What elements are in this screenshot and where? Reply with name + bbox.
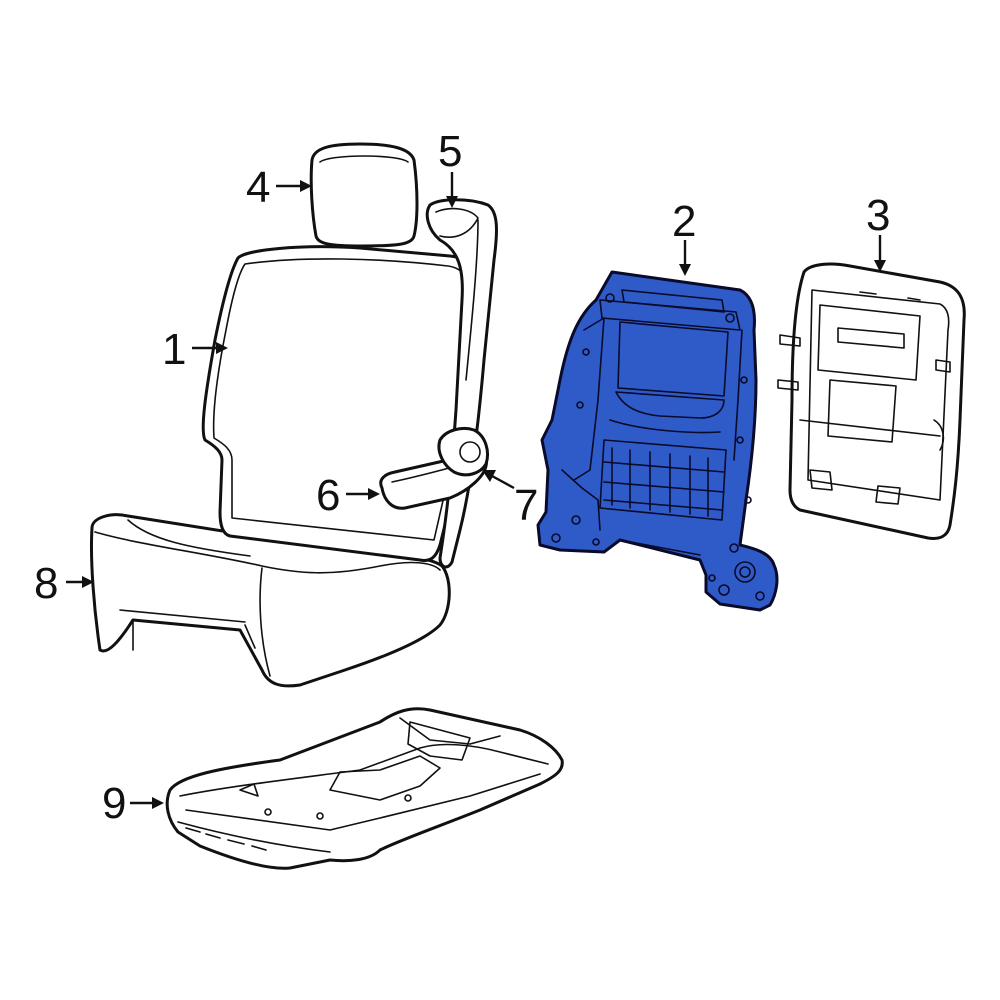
callout-4: 4	[246, 163, 270, 212]
callout-6: 6	[316, 471, 340, 520]
seat-cushion	[89, 513, 451, 688]
callout-3: 3	[866, 191, 890, 240]
callout-2: 2	[672, 197, 696, 246]
callout-1: 1	[162, 325, 186, 374]
headrest	[309, 142, 419, 248]
callout-8: 8	[34, 559, 58, 608]
callout-9: 9	[102, 779, 126, 828]
side-shield	[425, 198, 498, 569]
callout-5: 5	[438, 127, 462, 176]
callout-labels: 1 2 3 4 5 6 7 8 9	[34, 127, 890, 828]
callout-7: 7	[514, 481, 538, 530]
callout-arrows	[66, 172, 886, 809]
rear-panel	[777, 262, 966, 540]
seat-back-frame	[536, 270, 779, 612]
armrest-pivot	[437, 426, 489, 477]
seat-pan	[165, 707, 564, 870]
